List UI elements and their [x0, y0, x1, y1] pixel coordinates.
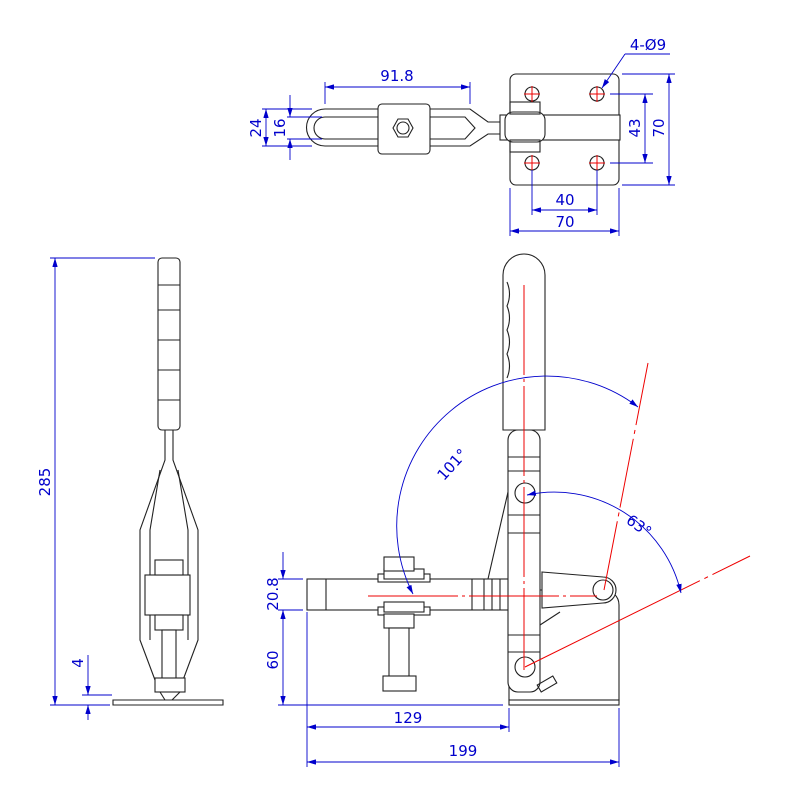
- spindle-tip: [382, 675, 417, 692]
- arm-slot: [313, 116, 476, 140]
- dim-285: 285: [36, 468, 54, 497]
- base-side: [112, 691, 224, 706]
- dim-60: 60: [264, 650, 282, 669]
- dim-43: 43: [626, 118, 644, 137]
- dim-24: 24: [247, 118, 265, 137]
- handle-side: [157, 257, 181, 431]
- dim-70-v: 70: [650, 118, 668, 137]
- hex-nut-top: [392, 118, 414, 138]
- upper-nut: [383, 556, 415, 572]
- dim-angle-63: 63°: [623, 511, 655, 541]
- front-view: 101° 63° 20.8 60 129 199: [264, 253, 751, 767]
- dim-4: 4: [69, 658, 87, 668]
- dim-40: 40: [555, 191, 574, 209]
- dim-16: 16: [271, 118, 289, 137]
- spindle-bolt: [388, 627, 410, 679]
- side-spindle-block: [144, 574, 191, 616]
- pivot-block: [504, 111, 546, 143]
- dim-angle-101: 101°: [434, 445, 472, 484]
- dim-129: 129: [394, 709, 423, 727]
- dim-20-8: 20.8: [264, 577, 282, 610]
- dim-70-h: 70: [555, 213, 574, 231]
- dim-91-8: 91.8: [380, 67, 413, 85]
- top-view: 91.8 24 16 43 70 40 70 4-Ø9: [247, 36, 675, 236]
- dim-holes: 4-Ø9: [630, 36, 666, 54]
- spindle-top: [396, 121, 410, 135]
- base-plate-front: [508, 699, 620, 706]
- link-arm: [541, 571, 617, 609]
- dim-199: 199: [449, 742, 478, 760]
- side-view: 285 4: [36, 257, 224, 720]
